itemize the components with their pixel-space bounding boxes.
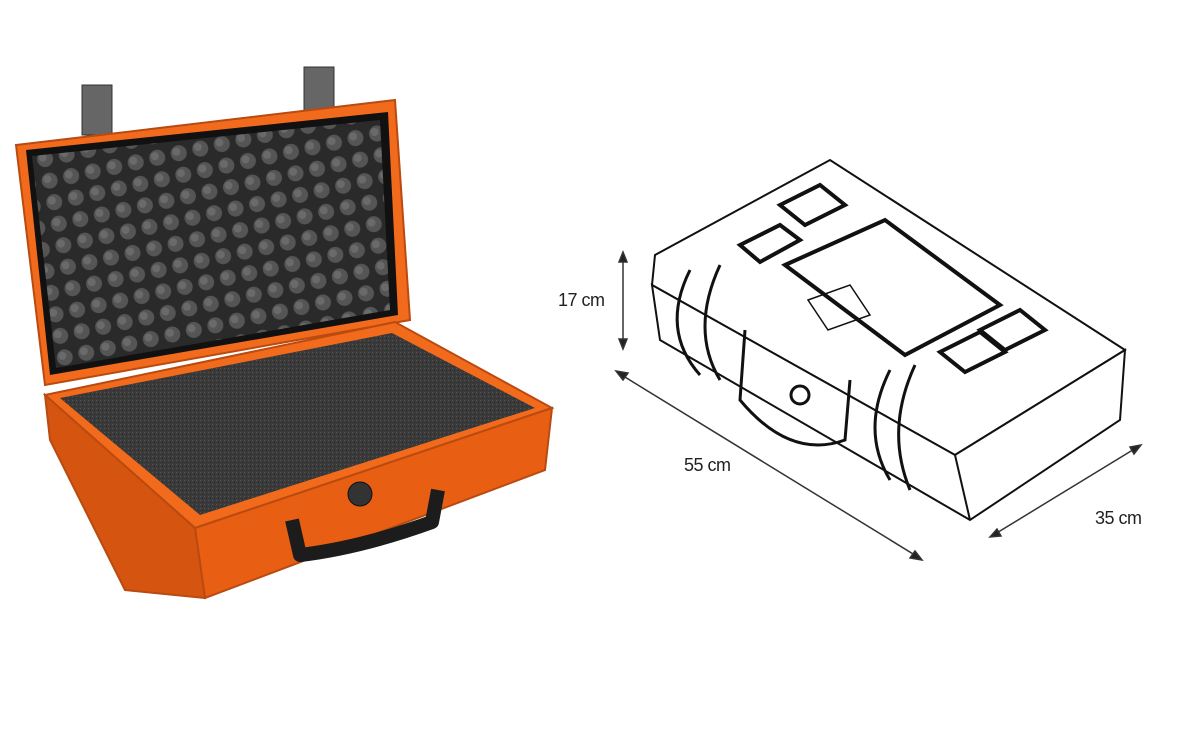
top-label-panel	[781, 217, 1004, 358]
hinge-left	[81, 84, 113, 136]
pick-foam	[60, 333, 535, 515]
pressure-valve	[347, 481, 373, 507]
carry-handle	[285, 488, 445, 562]
width-dimension-line	[994, 447, 1137, 535]
orange-case-photo	[14, 66, 555, 600]
latch-right	[873, 364, 917, 491]
arrow-icon	[617, 338, 629, 352]
latch-left	[675, 264, 722, 381]
arrow-icon	[908, 549, 924, 562]
arrow-icon	[617, 249, 629, 263]
case-line-drawing	[650, 158, 1127, 522]
line-handle	[738, 329, 852, 447]
width-label: 35 cm	[1095, 508, 1142, 528]
eggcrate-foam	[32, 120, 390, 368]
arrow-icon	[1128, 443, 1143, 456]
case-side	[43, 392, 207, 600]
dimension-lines	[614, 249, 1143, 562]
arrow-icon	[614, 369, 630, 382]
length-label: 55 cm	[684, 455, 731, 475]
length-dimension-line	[619, 373, 919, 558]
arrow-icon	[988, 527, 1003, 538]
height-label: 17 cm	[558, 290, 605, 310]
